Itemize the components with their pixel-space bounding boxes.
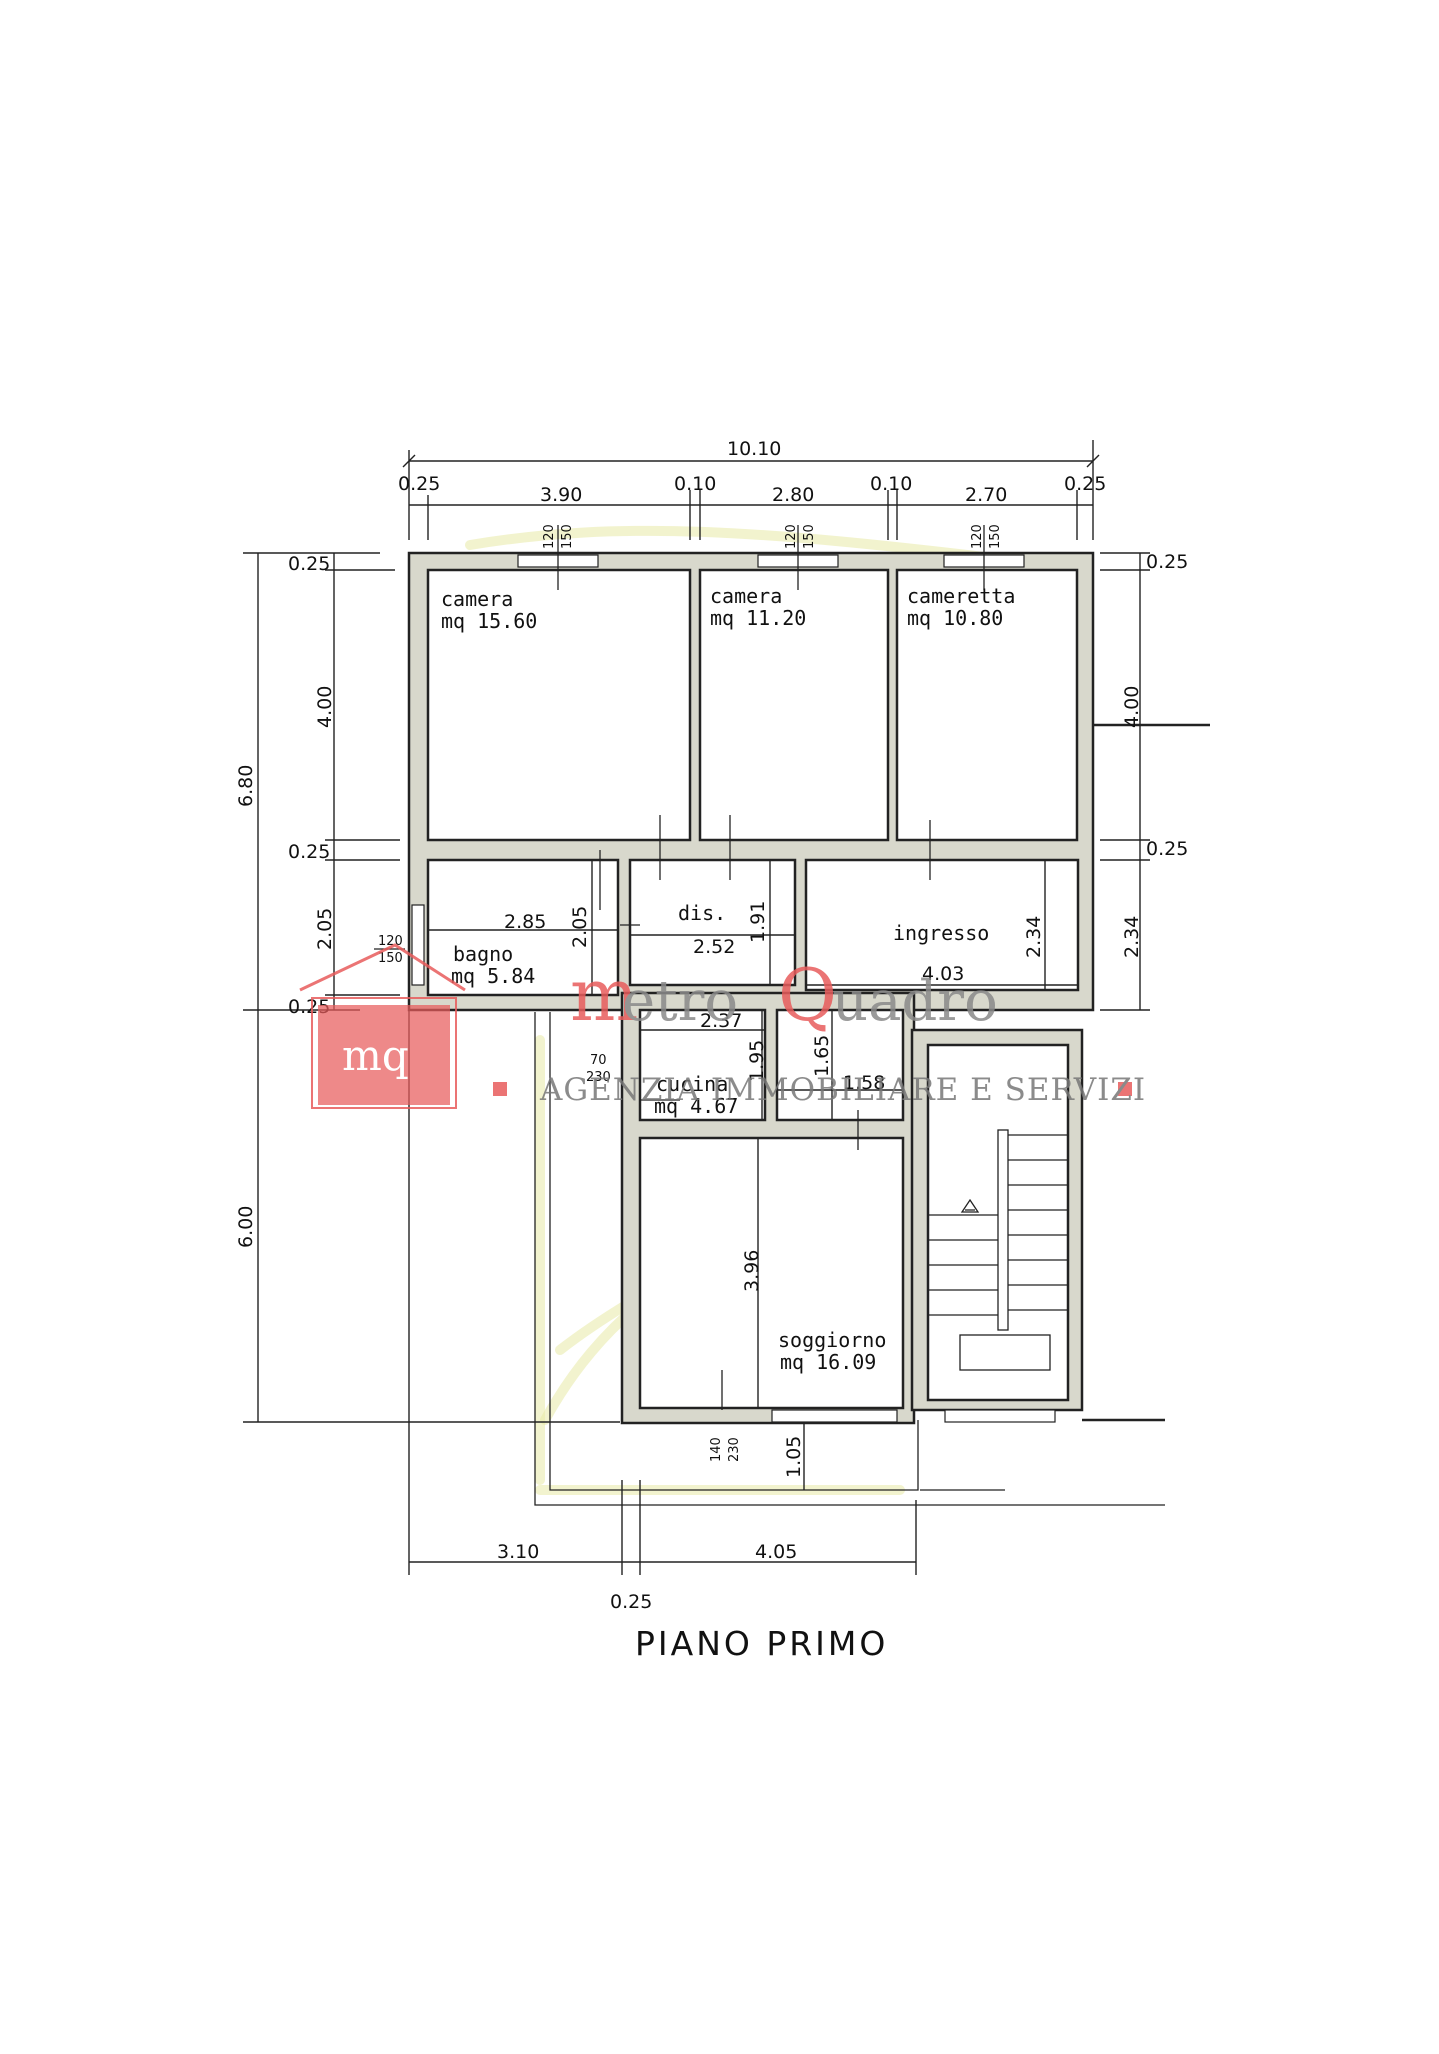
window-code-3b: 150 (988, 524, 1003, 549)
dim-top-camera-2: 2.80 (772, 484, 814, 506)
room-camera-2 (698, 568, 890, 842)
dim-bottom-left: 3.10 (497, 1541, 539, 1563)
area-cameretta: mq 10.80 (907, 606, 1003, 630)
label-cucina: cucina (656, 1072, 728, 1096)
room-cucina (638, 1008, 767, 1122)
left-dimensions: 6.80 6.00 0.25 4.00 0.25 2.05 0.25 (235, 552, 620, 1423)
window-code-2a: 120 (784, 524, 799, 549)
dim-bagno-height: 2.05 (569, 906, 591, 948)
window-code-1b: 150 (560, 524, 575, 549)
dim-cucina-width: 2.37 (700, 1010, 742, 1032)
plan-title: PIANO PRIMO (635, 1624, 888, 1663)
label-dis: dis. (678, 901, 726, 925)
dim-cucina-height: 1.95 (746, 1040, 768, 1082)
dim-bottom-wall: 0.25 (610, 1591, 652, 1613)
window-code-soggiorno-b: 230 (727, 1437, 742, 1462)
logo-name-uadro: uadro (832, 969, 998, 1034)
dim-top-cameretta: 2.70 (965, 484, 1007, 506)
window-code-2b: 150 (802, 524, 817, 549)
dim-left-wall-top: 0.25 (288, 553, 330, 575)
dim-ingresso-width: 4.03 (922, 963, 964, 985)
right-dimensions: 0.25 4.00 0.25 2.34 (1100, 551, 1188, 1011)
logo-badge: mq (342, 1031, 409, 1080)
window-code-3a: 120 (970, 524, 985, 549)
dim-top-wall-b: 0.10 (870, 473, 912, 495)
dim-ripostiglio-width: 1.58 (843, 1072, 885, 1094)
label-camera-2: camera (710, 584, 782, 608)
windows (411, 525, 1056, 1423)
interior-dimensions: 2.85 2.05 2.52 1.91 4.03 2.34 2.37 1.95 … (428, 860, 1078, 1490)
dim-bagno-width: 2.85 (504, 911, 546, 933)
area-soggiorno: mq 16.09 (780, 1350, 876, 1374)
dim-top-total: 10.10 (727, 438, 781, 460)
dim-right-bedrooms: 4.00 (1121, 686, 1143, 728)
rooms (426, 568, 1080, 1410)
dim-right-wall-mid: 0.25 (1146, 838, 1188, 860)
agency-logo: mq m etro Q uadro AGENZIA IMMOBILIARE E … (299, 943, 1146, 1109)
dim-right-ingresso: 2.34 (1121, 916, 1143, 958)
dim-top-camera-1: 3.90 (540, 484, 582, 506)
dim-soggiorno-height: 3.96 (741, 1250, 763, 1292)
window-code-cucina-a: 70 (590, 1053, 607, 1068)
room-camera-1 (426, 568, 692, 842)
window-code-cucina-b: 230 (586, 1070, 611, 1085)
room-bagno (426, 858, 620, 997)
label-ingresso: ingresso (893, 921, 989, 945)
logo-name-m: m (570, 953, 638, 1037)
area-camera-2: mq 11.20 (710, 606, 806, 630)
label-soggiorno: soggiorno (778, 1328, 886, 1352)
dim-dis-height: 1.91 (747, 901, 769, 943)
logo-name-q: Q (778, 953, 837, 1037)
dim-top-wall-a: 0.10 (674, 473, 716, 495)
dim-right-wall-top: 0.25 (1146, 551, 1188, 573)
dim-dis-width: 2.52 (693, 936, 735, 958)
dim-ripostiglio-height: 1.65 (811, 1035, 833, 1077)
area-camera-1: mq 15.60 (441, 609, 537, 633)
bottom-dimensions: 3.10 0.25 4.05 (408, 1000, 917, 1613)
dim-balcony-height: 1.05 (783, 1436, 805, 1478)
dim-left-total: 6.80 (235, 765, 257, 807)
door-marks (599, 815, 931, 1410)
room-disimpegno (628, 858, 797, 987)
room-soggiorno (638, 1136, 905, 1410)
room-labels: camera mq 15.60 camera mq 11.20 camerett… (441, 584, 1015, 1374)
room-cameretta (895, 568, 1079, 842)
balcony (534, 723, 1210, 1506)
window-codes: 120 150 120 150 120 150 120 150 70 230 1… (374, 524, 1003, 1462)
dim-left-bedrooms: 4.00 (314, 686, 336, 728)
label-camera-1: camera (441, 587, 513, 611)
dim-left-lower: 6.00 (235, 1206, 257, 1248)
dim-bottom-right: 4.05 (755, 1541, 797, 1563)
dim-left-bagno: 2.05 (314, 908, 336, 950)
dim-ingresso-height: 2.34 (1023, 916, 1045, 958)
dim-left-wall-mid: 0.25 (288, 841, 330, 863)
label-bagno: bagno (453, 942, 513, 966)
window-code-soggiorno-a: 140 (709, 1437, 724, 1462)
window-code-bagno-b: 150 (378, 951, 403, 966)
window-code-1a: 120 (542, 524, 557, 549)
top-dimensions: 10.10 0.25 3.90 0.10 2.80 0.10 2.70 0.25 (398, 438, 1106, 540)
room-ripostiglio (775, 1008, 905, 1122)
room-ingresso (804, 858, 1080, 992)
dim-top-wall-right: 0.25 (1064, 473, 1106, 495)
label-cameretta: cameretta (907, 584, 1015, 608)
area-bagno: mq 5.84 (451, 964, 535, 988)
staircase (928, 1129, 1068, 1371)
dim-top-wall-left: 0.25 (398, 473, 440, 495)
area-cucina: mq 4.67 (654, 1094, 738, 1118)
logo-name-etro: etro (622, 969, 738, 1034)
logo-tagline: AGENZIA IMMOBILIARE E SERVIZI (539, 1072, 1146, 1108)
